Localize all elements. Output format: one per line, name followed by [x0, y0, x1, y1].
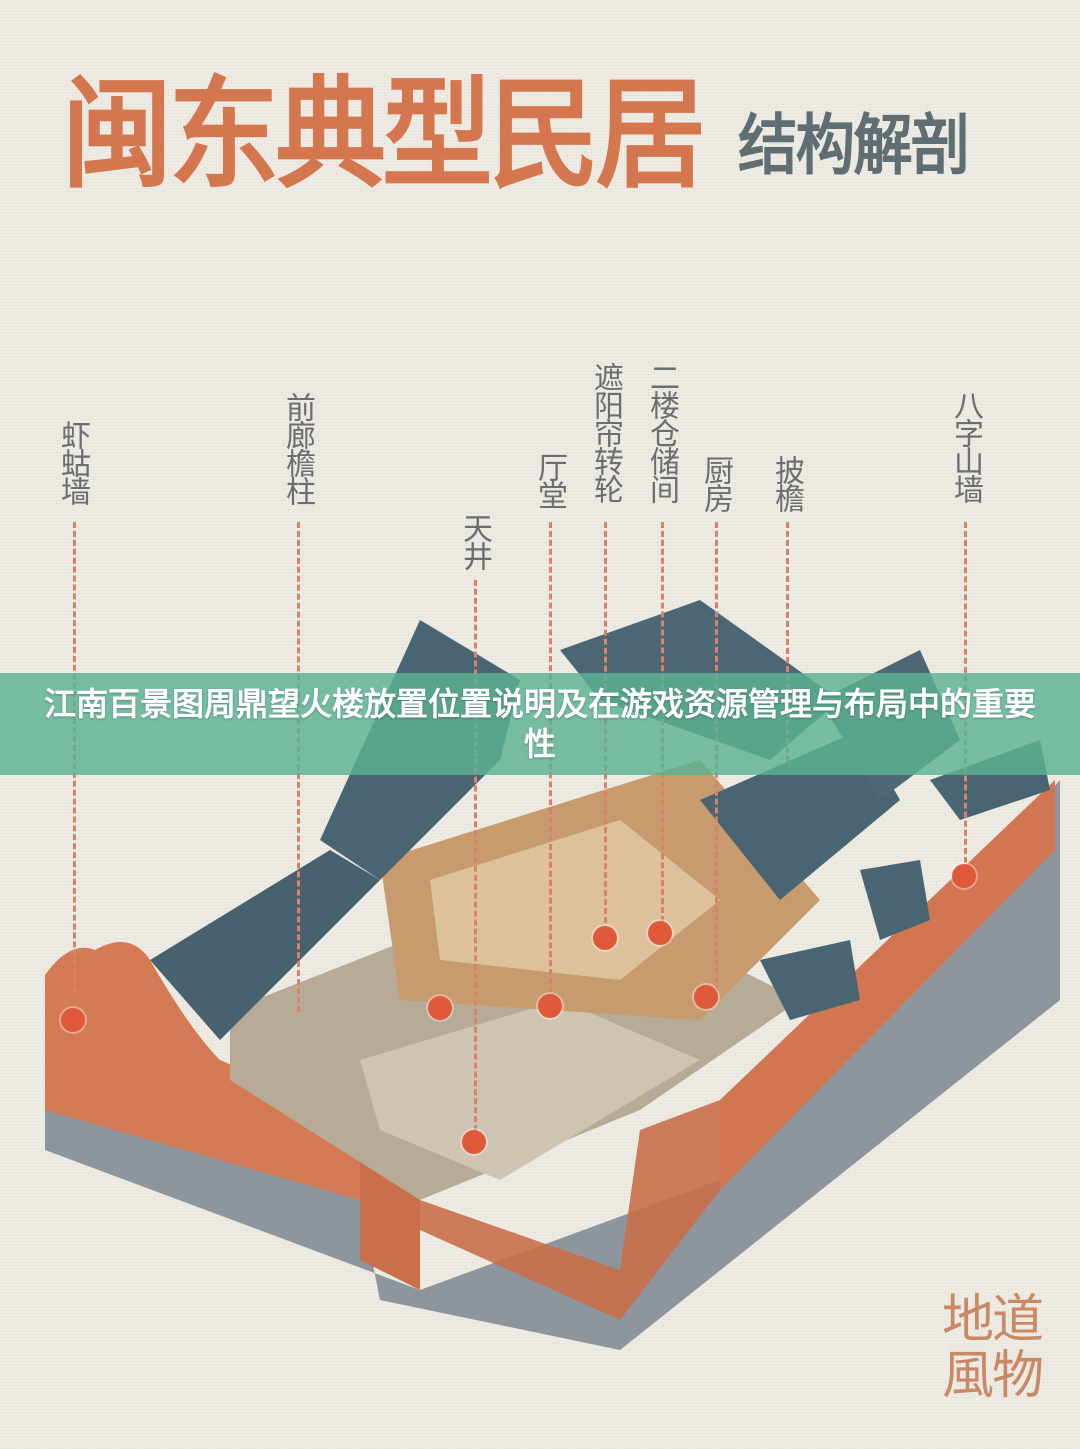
label-second-floor-storage: 二楼仓储间 [644, 362, 679, 502]
marker-sunshade-wheel[interactable] [593, 926, 617, 950]
caption-text: 江南百景图周鼎望火楼放置位置说明及在游戏资源管理与布局中的重要性 [43, 685, 1036, 763]
marker-front-corridor-pillar[interactable] [428, 996, 452, 1020]
label-front-corridor-pillar: 前廊檐柱 [280, 392, 315, 504]
marker-kitchen[interactable] [694, 985, 718, 1009]
page-subtitle: 结构解剖 [738, 106, 970, 184]
caption-banner: 江南百景图周鼎望火楼放置位置说明及在游戏资源管理与布局中的重要性 [0, 673, 1080, 775]
page-title: 闽东典型民居 [62, 64, 706, 205]
marker-second-floor-storage[interactable] [648, 921, 672, 945]
label-pent-eave: 披檐 [769, 455, 804, 511]
label-hall: 厅堂 [532, 452, 567, 508]
marker-hall[interactable] [538, 994, 562, 1018]
label-courtyard: 天井 [457, 513, 492, 569]
leader-line [474, 580, 477, 1140]
label-kitchen: 厨房 [698, 455, 733, 511]
marker-xiagu-wall[interactable] [61, 1008, 85, 1032]
marker-courtyard[interactable] [462, 1130, 486, 1154]
brand-line-2: 風物 [942, 1346, 1044, 1406]
label-sunshade-wheel: 遮阳帘转轮 [588, 362, 623, 502]
brand-line-1: 地道 [942, 1290, 1044, 1350]
marker-gable-wall[interactable] [952, 864, 976, 888]
label-xiagu-wall: 虾蛄墙 [55, 420, 90, 504]
brand-logo: 地道 風物 [942, 1292, 1052, 1404]
label-gable-wall: 八字山墙 [948, 390, 983, 502]
leader-line [786, 522, 789, 762]
